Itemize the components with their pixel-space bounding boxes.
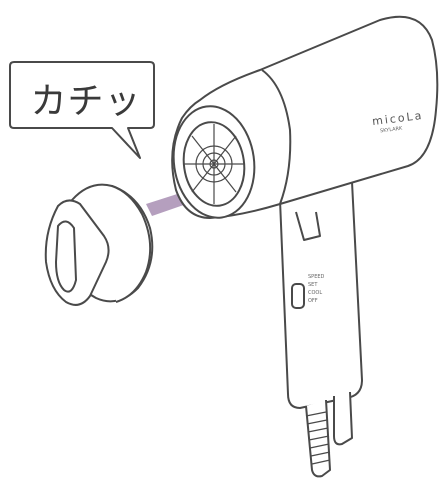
switch-label-speed: SPEED [308,274,324,280]
switch-label-off: OFF [308,298,318,304]
switch-label-set: SET [308,282,317,288]
hair-dryer-icon [167,17,438,477]
switch-label-cool: COOL [308,290,322,296]
nozzle-attachment-icon [46,185,153,305]
callout-text: カチッ [20,72,152,124]
